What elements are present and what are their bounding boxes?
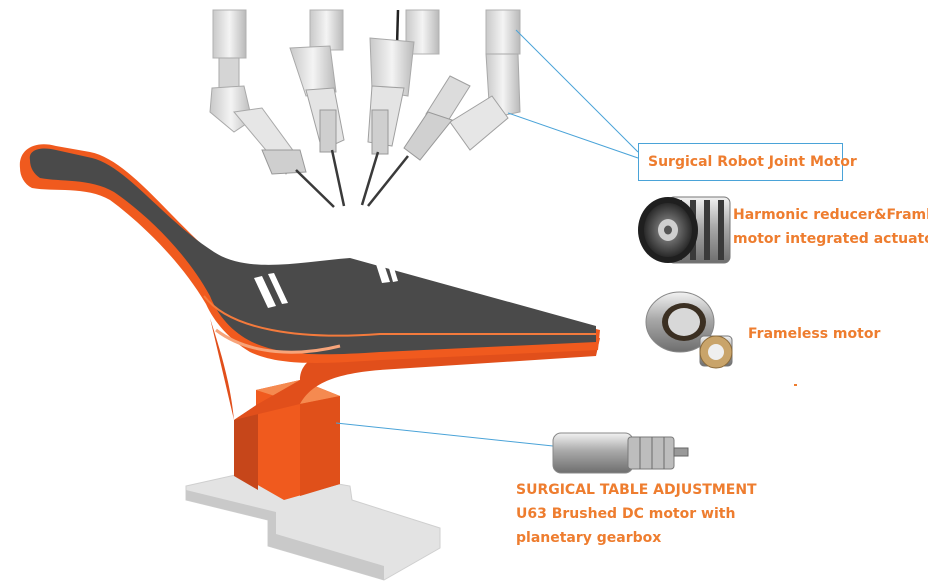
- harmonic-actuator-label: Harmonic reducer&Framless motor integrat…: [733, 205, 928, 250]
- leader-line-top: [515, 29, 639, 153]
- surgical-robot-joint-motor-label: Surgical Robot Joint Motor: [648, 154, 857, 170]
- table-label-line2: U63 Brushed DC motor with: [516, 506, 736, 522]
- harmonic-label-line1: Harmonic reducer&Framless: [733, 207, 928, 223]
- table-adjustment-label: SURGICAL TABLE ADJUSTMENT U63 Brushed DC…: [516, 480, 757, 549]
- surgical-robot-joint-motor-label-box: Surgical Robot Joint Motor: [638, 143, 857, 181]
- robot-arm-1: [209, 9, 335, 208]
- surgical-table-illustration: [19, 144, 600, 581]
- harmonic-actuator-image: [638, 196, 731, 264]
- brushed-dc-motor-image: [552, 432, 689, 474]
- table-label-line1: SURGICAL TABLE ADJUSTMENT: [516, 482, 757, 498]
- leader-line-table: [335, 422, 554, 447]
- table-label-line3: planetary gearbox: [516, 530, 662, 546]
- accent-dot: [794, 384, 797, 386]
- robot-arm-4: [367, 9, 521, 207]
- robot-arm-2: [289, 9, 346, 207]
- robot-arm-3: [360, 9, 440, 206]
- leader-line-bottom: [507, 112, 639, 159]
- leader-lines: [335, 29, 639, 447]
- harmonic-label-line2: motor integrated actuator: [733, 231, 928, 247]
- frameless-motor-image: [645, 291, 733, 369]
- frameless-motor-label: Frameless motor: [748, 326, 881, 342]
- robot-arms-illustration: [209, 9, 521, 208]
